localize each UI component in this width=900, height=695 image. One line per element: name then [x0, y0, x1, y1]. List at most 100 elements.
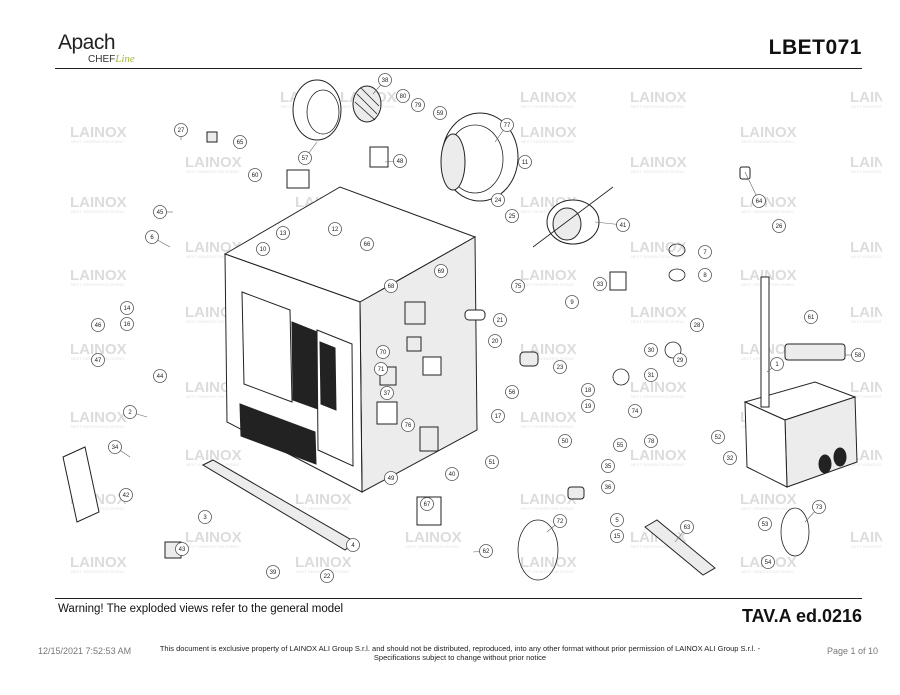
callout-23: 23 [553, 360, 567, 374]
header-divider [55, 68, 862, 69]
watermark-subtext: NEXT GENERATION OVENS [521, 139, 574, 144]
callout-45: 45 [153, 205, 173, 219]
callout-number: 68 [388, 284, 395, 290]
callout-number: 63 [684, 525, 691, 531]
watermark-subtext: NEXT GENERATION OVENS [71, 282, 124, 287]
watermark-text: LAINOX [850, 304, 882, 321]
watermark-text: LAINOX [740, 124, 797, 141]
callout-number: 14 [124, 306, 131, 312]
callout-10: 10 [256, 242, 270, 256]
watermark-subtext: NEXT GENERATION OVENS [631, 394, 684, 399]
watermark-subtext: NEXT GENERATION OVENS [406, 544, 459, 549]
callout-71: 71 [374, 362, 388, 376]
watermark-subtext: NEXT GENERATION OVENS [186, 319, 239, 324]
brand-logo: Apach CHEFLine [58, 31, 135, 66]
watermark-text: LAINOX [520, 554, 577, 571]
callout-67: 67 [420, 497, 434, 511]
watermark-text: LAINOX [70, 124, 127, 141]
watermark-subtext: NEXT GENERATION OVENS [851, 254, 882, 259]
callout-number: 9 [570, 300, 574, 306]
callout-74: 74 [628, 404, 642, 418]
callout-number: 67 [424, 502, 431, 508]
door-gasket [517, 507, 810, 581]
heating-element [784, 343, 846, 361]
watermark-subtext: NEXT GENERATION OVENS [851, 394, 882, 399]
watermark-text: LAINOX [630, 154, 687, 171]
callout-number: 18 [585, 388, 592, 394]
callout-number: 37 [384, 391, 391, 397]
callout-21: 21 [493, 313, 507, 327]
watermark-text: LAINOX [295, 554, 352, 571]
callout-46: 46 [91, 318, 105, 332]
fan-grill [352, 85, 382, 123]
fan-wheel [440, 112, 519, 202]
callout-number: 52 [715, 435, 722, 441]
watermark-subtext: NEXT GENERATION OVENS [631, 104, 684, 109]
watermark-subtext: NEXT GENERATION OVENS [71, 569, 124, 574]
watermark-text: LAINOX [630, 379, 687, 396]
callout-30: 30 [644, 343, 658, 357]
watermark-text: LAINOX [630, 89, 687, 106]
callout-number: 23 [557, 365, 564, 371]
watermark-subtext: NEXT GENERATION OVENS [741, 569, 794, 574]
brand-name: Apach [58, 31, 116, 54]
callout-number: 20 [492, 339, 499, 345]
callout-number: 41 [620, 223, 627, 229]
callout-41: 41 [594, 218, 630, 232]
callout-number: 28 [694, 323, 701, 329]
watermark-subtext: NEXT GENERATION OVENS [631, 254, 684, 259]
callout-59: 59 [433, 106, 447, 120]
watermark-text: LAINOX [70, 341, 127, 358]
callout-number: 31 [648, 373, 655, 379]
callout-number: 74 [632, 409, 639, 415]
callout-77: 77 [494, 118, 514, 143]
callout-80: 80 [396, 89, 410, 103]
watermark-subtext: NEXT GENERATION OVENS [631, 169, 684, 174]
watermark-text: LAINOX [405, 529, 462, 546]
brand-subline: CHEFLine [88, 53, 135, 65]
callout-number: 58 [855, 353, 862, 359]
callout-4: 4 [346, 538, 360, 552]
callout-68: 68 [384, 279, 398, 293]
callout-31: 31 [644, 368, 658, 382]
callout-number: 73 [816, 505, 823, 511]
watermark-text: LAINOX [70, 409, 127, 426]
callout-number: 36 [605, 485, 612, 491]
callout-13: 13 [276, 226, 290, 240]
callout-number: 40 [449, 472, 456, 478]
electrical-board [62, 446, 100, 523]
callout-number: 44 [157, 374, 164, 380]
callout-11: 11 [518, 155, 532, 169]
callout-65: 65 [233, 135, 247, 149]
watermark-subtext: NEXT GENERATION OVENS [631, 319, 684, 324]
watermark-text: LAINOX [850, 447, 882, 464]
callout-51: 51 [485, 455, 499, 469]
callout-number: 16 [124, 322, 131, 328]
watermark-text: LAINOX [520, 267, 577, 284]
callout-number: 47 [95, 358, 102, 364]
callout-number: 56 [509, 390, 516, 396]
watermark-text: LAINOX [185, 239, 242, 256]
steam-boiler [743, 276, 858, 488]
callout-40: 40 [445, 467, 459, 481]
callout-number: 38 [382, 78, 389, 84]
callout-27: 27 [174, 123, 188, 140]
watermark-text: LAINOX [630, 304, 687, 321]
watermark-text: LAINOX [70, 267, 127, 284]
callout-17: 17 [491, 409, 505, 423]
watermark-subtext: NEXT GENERATION OVENS [521, 424, 574, 429]
watermark-subtext: NEXT GENERATION OVENS [851, 544, 882, 549]
callout-number: 72 [557, 519, 564, 525]
watermark-subtext: NEXT GENERATION OVENS [521, 282, 574, 287]
callout-64: 64 [744, 171, 766, 208]
watermark-text: LAINOX [630, 239, 687, 256]
callout-24: 24 [491, 193, 505, 207]
callout-number: 48 [397, 159, 404, 165]
callout-39: 39 [266, 565, 280, 579]
callout-32: 32 [723, 451, 737, 465]
callout-44: 44 [153, 369, 167, 383]
callout-number: 70 [380, 350, 387, 356]
callout-number: 65 [237, 140, 244, 146]
callout-57: 57 [298, 141, 318, 165]
callout-number: 11 [522, 160, 529, 166]
